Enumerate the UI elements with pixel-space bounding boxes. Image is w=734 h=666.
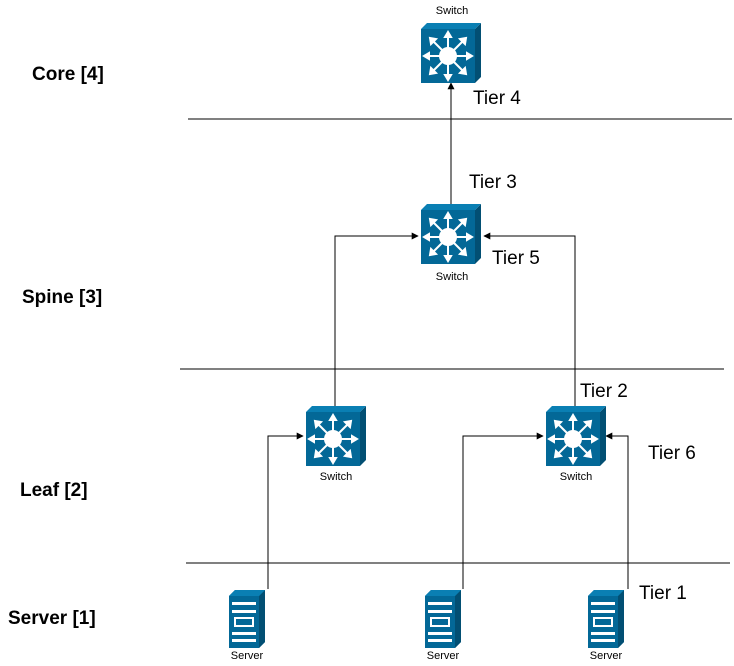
server-1-caption: Server [231, 650, 264, 662]
server-icon [228, 589, 266, 649]
switch-icon [545, 405, 607, 467]
layer-label-server: Server [1] [8, 608, 96, 629]
server-icon [424, 589, 462, 649]
layer-label-spine: Spine [3] [22, 287, 102, 308]
link-server1-leaf1 [267, 432, 304, 589]
spine-switch-caption: Switch [436, 271, 468, 283]
link-leaf2-spine [483, 232, 576, 406]
server-3[interactable] [587, 589, 625, 649]
switch-icon [305, 405, 367, 467]
server-1[interactable] [228, 589, 266, 649]
switch-icon [420, 203, 482, 265]
leaf-switch-1-caption: Switch [320, 471, 352, 483]
server-icon [587, 589, 625, 649]
leaf-switch-2-caption: Switch [560, 471, 592, 483]
leaf-switch-1[interactable] [305, 405, 367, 467]
tier-label-5: Tier 5 [492, 248, 540, 269]
server-3-caption: Server [590, 650, 623, 662]
tier-label-3: Tier 3 [469, 172, 517, 193]
link-server2-leaf2 [462, 432, 544, 589]
link-leaf1-spine [334, 232, 419, 406]
core-switch[interactable] [420, 22, 482, 84]
server-2-caption: Server [427, 650, 460, 662]
server-2[interactable] [424, 589, 462, 649]
spine-switch[interactable] [420, 203, 482, 265]
layer-label-core: Core [4] [32, 64, 104, 85]
switch-icon [420, 22, 482, 84]
tier-label-4: Tier 4 [473, 88, 521, 109]
tier-label-6: Tier 6 [648, 443, 696, 464]
link-server3-leaf2 [605, 432, 629, 589]
leaf-switch-2[interactable] [545, 405, 607, 467]
tier-label-2: Tier 2 [580, 381, 628, 402]
tier-label-1: Tier 1 [639, 583, 687, 604]
core-switch-caption: Switch [436, 5, 468, 17]
layer-label-leaf: Leaf [2] [20, 480, 88, 501]
